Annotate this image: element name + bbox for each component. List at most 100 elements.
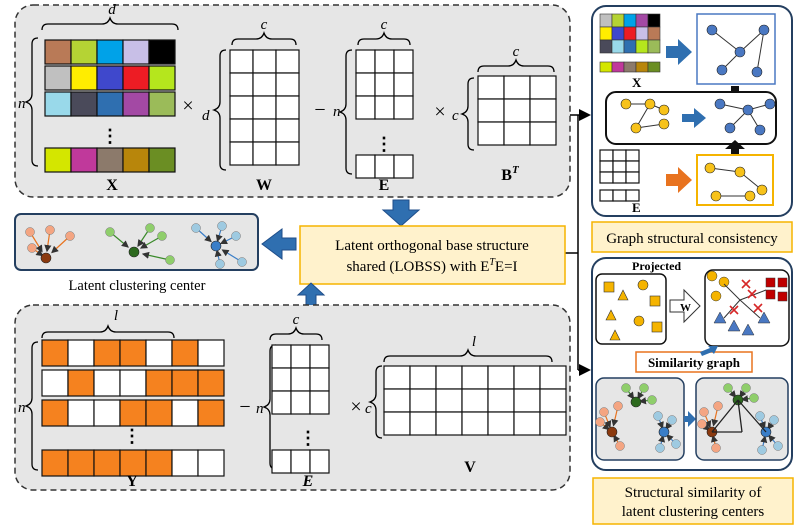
raw-square — [651, 321, 663, 333]
e-dim-c-bottom: c — [293, 312, 300, 328]
rt-graph-3 — [704, 162, 768, 202]
e-top-cell — [393, 72, 414, 97]
latent-clustering-caption: Latent clustering center — [69, 278, 206, 294]
x-cell — [96, 39, 124, 65]
graph-node — [706, 24, 718, 36]
v-cell — [487, 388, 515, 413]
bt-cell — [529, 98, 557, 123]
cluster-point — [237, 257, 247, 267]
e-bottom-cell — [290, 390, 311, 415]
cluster-point — [671, 439, 681, 449]
cluster-point — [655, 443, 665, 453]
rt-e-cell — [625, 149, 640, 162]
minus-operator-bottom: − — [239, 396, 250, 418]
v-cell — [435, 411, 463, 436]
e-dim-c-top: c — [381, 17, 388, 33]
rt-e-cell — [599, 171, 614, 184]
projected-triangle — [741, 323, 755, 336]
y-cell — [119, 369, 147, 397]
v-cell — [409, 365, 437, 390]
projected-circle — [710, 290, 722, 302]
y-cell — [197, 449, 225, 477]
graph-node — [744, 190, 756, 202]
x-cell — [122, 39, 150, 65]
y-cell — [67, 339, 95, 367]
bt-cell — [503, 98, 531, 123]
cluster-point — [647, 395, 657, 405]
v-dim-l: l — [472, 334, 476, 350]
structural-similarity-caption-2: latent clustering centers — [622, 504, 765, 520]
v-cell — [383, 411, 411, 436]
cluster-point — [157, 231, 167, 241]
e-top-cell — [355, 72, 376, 97]
v-matrix-label: V — [464, 459, 476, 476]
lobss-line-2-sup: T — [489, 257, 496, 268]
e-left-brace-top — [337, 49, 353, 175]
cluster-center — [630, 396, 642, 408]
e-top-cell — [355, 49, 376, 74]
rb-projected-box — [704, 269, 790, 347]
e-top-cell — [393, 49, 414, 74]
e-dots-bottom: ⋮ — [299, 428, 317, 448]
rt-label-x: X — [632, 75, 642, 90]
x-cell — [148, 91, 176, 117]
w-cell — [229, 72, 254, 97]
graph-node — [658, 104, 670, 116]
cluster-point — [713, 401, 723, 411]
rt-color-cell — [635, 26, 649, 41]
projected-edge — [723, 283, 741, 301]
bt-cell — [529, 121, 557, 146]
y-cell — [197, 339, 225, 367]
w-cell — [275, 118, 300, 143]
cluster-point — [599, 407, 609, 417]
raw-circle — [637, 279, 649, 291]
cluster-point — [191, 223, 201, 233]
graph-node — [630, 122, 642, 134]
v-cell — [539, 388, 567, 413]
x-top-brace — [41, 15, 179, 31]
y-cell — [171, 449, 199, 477]
e-top-cell — [393, 154, 414, 179]
raw-triangle — [609, 329, 621, 341]
w-cell — [252, 141, 277, 166]
lobss-line-2-prefix: shared (LOBSS) with E — [346, 259, 489, 275]
cluster-point — [25, 227, 35, 237]
x-dots: ⋮ — [101, 126, 119, 146]
x-cell — [70, 65, 98, 91]
rt-color-cell — [611, 26, 625, 41]
graph-node — [710, 190, 722, 202]
bt-label-base: B — [501, 167, 512, 184]
cluster-center — [128, 246, 140, 258]
cut-mark — [729, 305, 739, 315]
x-cell — [148, 65, 176, 91]
bt-cell — [503, 121, 531, 146]
e-bottom-cell — [290, 344, 311, 369]
cluster-point — [621, 383, 631, 393]
graph-consistency-caption-box — [591, 221, 793, 253]
structural-similarity-caption-box — [592, 477, 794, 525]
e-matrix-label-top: E — [379, 177, 390, 194]
raw-square — [603, 281, 615, 293]
cluster-center — [210, 240, 222, 252]
x-cell — [44, 39, 72, 65]
y-dim-n: n — [18, 400, 26, 416]
x-cell — [70, 147, 98, 173]
e-bottom-cell — [290, 367, 311, 392]
cut-mark — [741, 279, 751, 289]
cluster-point — [27, 243, 37, 253]
times-operator-bottom: × — [350, 396, 361, 418]
rt-e-cell — [599, 149, 614, 162]
v-matrix — [383, 365, 567, 436]
e-dim-n-top: n — [333, 104, 341, 120]
w-top-brace — [231, 30, 297, 46]
x-cell — [96, 91, 124, 117]
v-cell — [513, 411, 541, 436]
bt-dim-c-top: c — [513, 44, 520, 60]
rt-color-matrix — [599, 13, 661, 73]
bt-cell — [477, 98, 505, 123]
projected-square — [777, 291, 788, 302]
rb-clusters-1 — [595, 383, 681, 453]
w-left-brace — [211, 49, 227, 171]
e-bottom-cell — [309, 344, 330, 369]
rt-e-cell — [599, 189, 614, 202]
